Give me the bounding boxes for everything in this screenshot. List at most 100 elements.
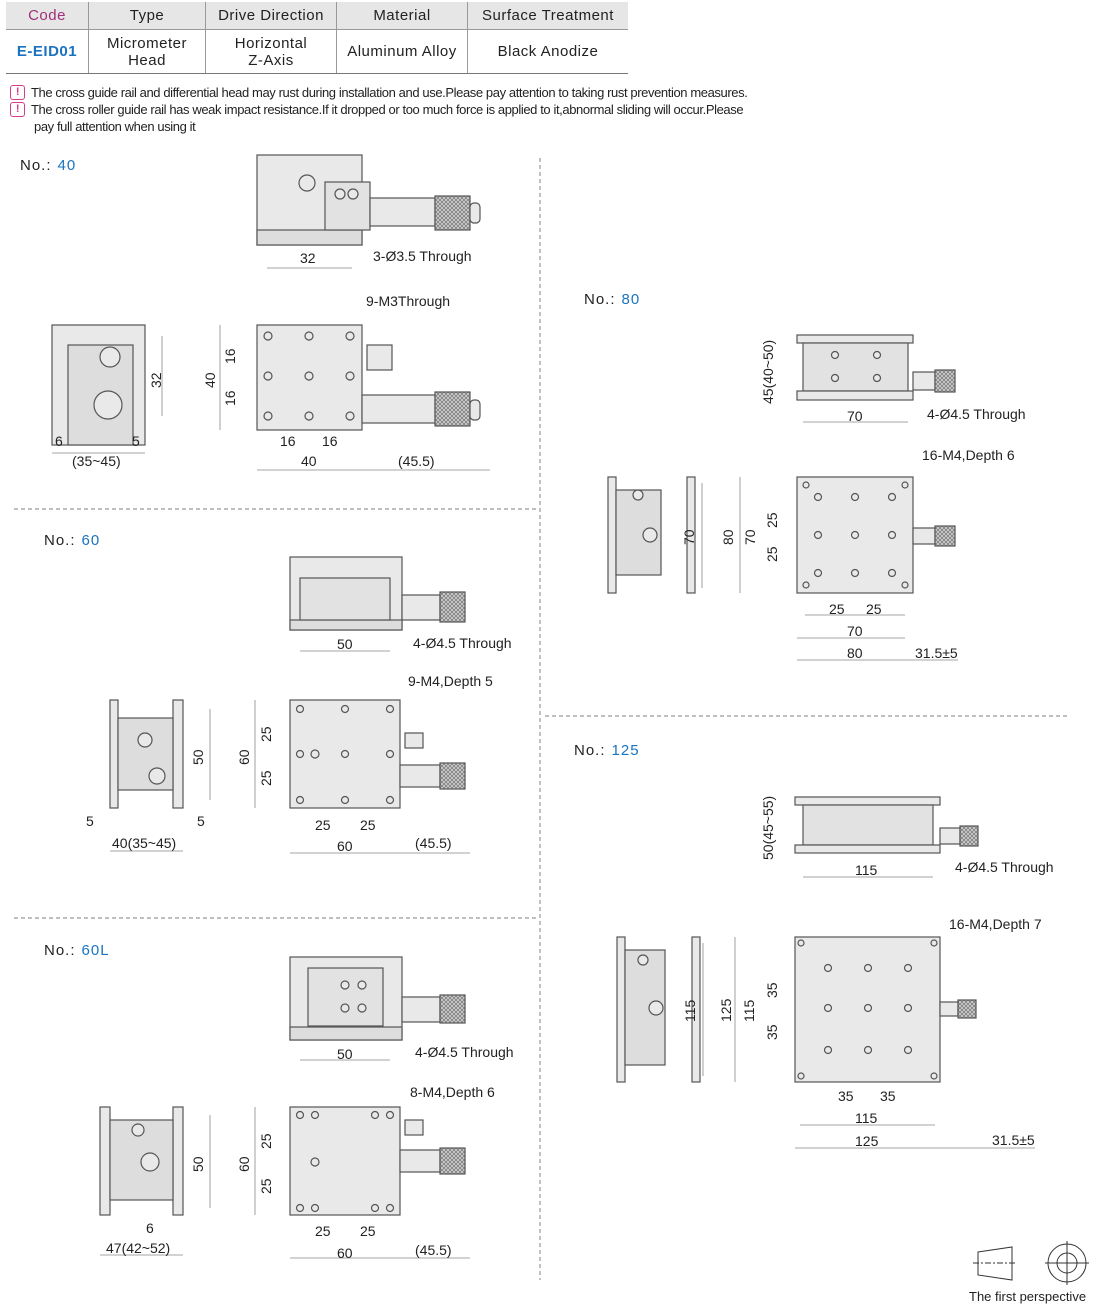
type-line2: Head	[128, 51, 166, 69]
cell-surface: Black Anodize	[467, 29, 628, 74]
dim-label: 70	[742, 529, 758, 545]
dim-label: 50(45~55)	[760, 795, 776, 860]
hole-callout: 9-M3Through	[366, 293, 451, 309]
dim-label: 25	[829, 601, 845, 617]
warning-icon: !	[10, 102, 25, 117]
header-code: Code	[6, 2, 89, 30]
header-surface: Surface Treatment	[467, 2, 628, 30]
dim-label: 16	[322, 433, 338, 449]
section-no-60: No.: 60	[44, 532, 100, 549]
hole-callout: 16-M4,Depth 6	[922, 447, 1015, 463]
note-2-cont: pay full attention when using it	[34, 119, 196, 134]
dim-label: 50	[337, 1046, 353, 1062]
dim-label: 115	[855, 862, 878, 878]
spec-header-row: Code Type Drive Direction Material Surfa…	[6, 2, 628, 30]
dim-label: 125	[855, 1133, 879, 1149]
dim-label: 25	[764, 512, 780, 528]
dim-label: 16	[280, 433, 296, 449]
dim-label: 50	[337, 636, 353, 652]
dim-label: 115	[741, 999, 757, 1022]
dim-label: 40(35~45)	[112, 835, 177, 851]
dim-label: 31.5±5	[992, 1132, 1035, 1148]
section-no-125: No.: 125	[574, 742, 640, 759]
drawing-40	[51, 154, 490, 471]
dim-label: 70	[847, 623, 863, 639]
dim-label: 45(40~50)	[760, 339, 776, 404]
dim-label: 40	[301, 453, 317, 469]
dim-label: 47(42~52)	[106, 1240, 171, 1256]
dim-label: 35	[764, 982, 780, 998]
dim-label: (35~45)	[72, 453, 121, 469]
dim-label: 6	[55, 433, 63, 449]
drawing-125	[616, 796, 1035, 1149]
header-drive: Drive Direction	[205, 2, 337, 30]
dim-label: 25	[315, 1223, 331, 1239]
type-line1: Micrometer	[106, 34, 187, 52]
no-label: No.:	[574, 742, 606, 759]
dim-label: (45.5)	[415, 1242, 452, 1258]
dim-label: 35	[764, 1024, 780, 1040]
spec-table: Code Type Drive Direction Material Surfa…	[6, 2, 628, 74]
dim-label: 25	[764, 546, 780, 562]
dim-label: 5	[197, 813, 205, 829]
caution-notes: ! The cross guide rail and differential h…	[10, 84, 770, 135]
dim-label: 25	[258, 1178, 274, 1194]
dim-label: 25	[360, 1223, 376, 1239]
hole-callout: 4-Ø4.5 Through	[927, 406, 1026, 422]
header-type: Type	[88, 2, 206, 30]
dim-label: (45.5)	[415, 835, 452, 851]
drive-line2: Z-Axis	[248, 51, 294, 69]
dim-label: 50	[190, 1156, 206, 1172]
first-angle-projection-icon	[973, 1241, 1089, 1285]
section-dividers	[14, 158, 1068, 1280]
dim-label: 25	[866, 601, 882, 617]
note-text: The cross roller guide rail has weak imp…	[31, 102, 744, 117]
drawing-60	[109, 556, 470, 854]
dim-label: 60	[337, 838, 353, 854]
dim-label: 25	[315, 817, 331, 833]
dim-label: 80	[847, 645, 863, 661]
no-label: No.:	[44, 532, 76, 549]
no-value: 60L	[81, 942, 110, 959]
dim-label: 31.5±5	[915, 645, 958, 661]
note-1: ! The cross guide rail and differential h…	[10, 84, 770, 101]
dim-label: 5	[132, 433, 140, 449]
no-label: No.:	[584, 291, 616, 308]
drawing-60L	[99, 956, 470, 1259]
dim-label: 16	[222, 390, 238, 406]
dim-label: 25	[258, 726, 274, 742]
no-value: 125	[611, 742, 640, 759]
hole-callout: 4-Ø4.5 Through	[415, 1044, 514, 1060]
section-no-60L: No.:60L	[44, 942, 110, 959]
dim-label: 60	[236, 1156, 252, 1172]
warning-icon: !	[10, 85, 25, 100]
hole-callout: 16-M4,Depth 7	[949, 916, 1042, 932]
dim-label: 25	[258, 1133, 274, 1149]
dim-label: 60	[337, 1245, 353, 1261]
dim-label: 25	[258, 770, 274, 786]
no-value: 60	[81, 532, 101, 549]
hole-callout: 4-Ø4.5 Through	[413, 635, 512, 651]
dim-label: 32	[148, 372, 164, 388]
drawing-80	[607, 334, 958, 661]
drive-line1: Horizontal	[234, 34, 308, 52]
hole-callout: 4-Ø4.5 Through	[955, 859, 1054, 875]
section-no-40: No.:40	[20, 157, 76, 174]
cell-code: E-EID01	[6, 29, 89, 74]
dim-label: 125	[718, 998, 734, 1022]
section-no-80: No.:80	[584, 291, 640, 308]
dim-label: (45.5)	[398, 453, 435, 469]
dim-label: 16	[222, 348, 238, 364]
dim-label: 115	[682, 999, 698, 1022]
dim-label: 35	[880, 1088, 896, 1104]
dim-label: 60	[236, 749, 252, 765]
dim-label: 115	[855, 1110, 878, 1126]
dim-label: 32	[300, 250, 316, 266]
dim-label: 70	[681, 529, 697, 545]
note-text: The cross guide rail and differential he…	[31, 85, 748, 100]
